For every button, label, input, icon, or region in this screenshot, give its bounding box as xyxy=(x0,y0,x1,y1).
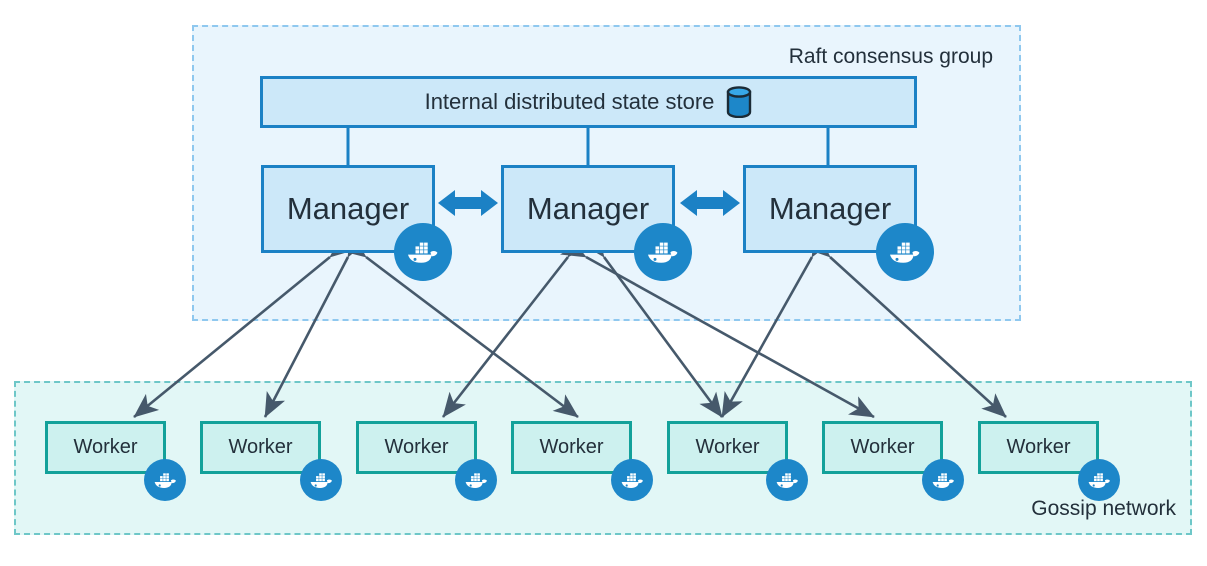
docker-whale-icon xyxy=(611,459,653,501)
docker-whale-icon xyxy=(300,459,342,501)
group-raft-label: Raft consensus group xyxy=(788,45,993,68)
docker-whale-icon xyxy=(1078,459,1120,501)
database-cylinder-icon xyxy=(726,86,752,118)
worker-2-label: Worker xyxy=(228,436,293,458)
docker-whale-icon xyxy=(766,459,808,501)
worker-node-2[interactable]: Worker xyxy=(200,421,321,474)
docker-whale-icon xyxy=(394,223,452,281)
worker-5-label: Worker xyxy=(695,436,760,458)
worker-node-3[interactable]: Worker xyxy=(356,421,477,474)
worker-node-7[interactable]: Worker xyxy=(978,421,1099,474)
docker-whale-icon xyxy=(634,223,692,281)
docker-whale-icon xyxy=(922,459,964,501)
worker-node-4[interactable]: Worker xyxy=(511,421,632,474)
worker-7-label: Worker xyxy=(1006,436,1071,458)
docker-whale-icon xyxy=(876,223,934,281)
worker-1-label: Worker xyxy=(73,436,138,458)
state-store-box[interactable]: Internal distributed state store xyxy=(260,76,917,128)
manager-node-1[interactable]: Manager xyxy=(261,165,435,253)
worker-node-1[interactable]: Worker xyxy=(45,421,166,474)
worker-6-label: Worker xyxy=(850,436,915,458)
docker-whale-icon xyxy=(144,459,186,501)
manager-1-label: Manager xyxy=(286,191,410,226)
group-gossip-label: Gossip network xyxy=(1031,497,1176,520)
worker-node-6[interactable]: Worker xyxy=(822,421,943,474)
worker-node-5[interactable]: Worker xyxy=(667,421,788,474)
state-store-label: Internal distributed state store xyxy=(424,89,715,114)
manager-3-label: Manager xyxy=(768,191,892,226)
worker-4-label: Worker xyxy=(539,436,604,458)
worker-3-label: Worker xyxy=(384,436,449,458)
docker-whale-icon xyxy=(455,459,497,501)
manager-2-label: Manager xyxy=(526,191,650,226)
